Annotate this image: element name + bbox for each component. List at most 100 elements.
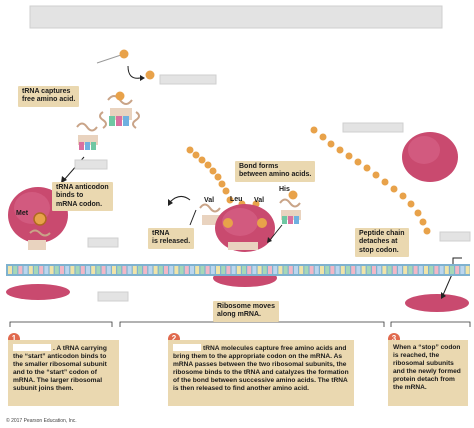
mrna-base bbox=[216, 266, 220, 274]
peptide-chain-released bbox=[310, 126, 431, 235]
mrna-base bbox=[96, 266, 101, 274]
mrna-base bbox=[314, 266, 319, 274]
amino-label-val-right: Val bbox=[254, 197, 265, 204]
mrna-base bbox=[361, 266, 366, 274]
mrna-base bbox=[117, 266, 122, 274]
peptide-chain-middle bbox=[186, 146, 260, 208]
mrna-base bbox=[392, 266, 397, 274]
blank-label-trna bbox=[74, 159, 108, 170]
mrna-base bbox=[200, 266, 205, 274]
blank-label-anticodon bbox=[87, 237, 119, 248]
mrna-base bbox=[398, 266, 402, 274]
mrna-base bbox=[18, 266, 23, 274]
mrna-base bbox=[340, 266, 345, 274]
blank-label-top bbox=[159, 74, 217, 85]
mrna-base bbox=[330, 266, 335, 274]
mrna-base bbox=[444, 266, 449, 274]
mrna-base bbox=[299, 266, 304, 274]
label-trna-captures: tRNA captures free amino acid. bbox=[18, 86, 80, 107]
step-panel-3: When a “stop” codon is reached, the ribo… bbox=[388, 340, 468, 406]
mrna-base bbox=[184, 266, 189, 274]
mrna-base bbox=[179, 266, 184, 274]
mrna-base bbox=[65, 266, 70, 274]
title-blank bbox=[29, 5, 443, 29]
mrna-base bbox=[221, 266, 226, 274]
mrna-base bbox=[257, 266, 262, 274]
label-peptide-detaches: Peptide chain detaches at stop codon. bbox=[355, 228, 409, 258]
mrna-base bbox=[460, 266, 465, 274]
amino-label-met: Met bbox=[16, 210, 29, 217]
step-1-text: . A tRNA carrying the “start” anticodon … bbox=[13, 345, 107, 393]
bracket-step-2 bbox=[119, 321, 385, 327]
mrna-base bbox=[49, 266, 54, 274]
mrna-base bbox=[44, 266, 49, 274]
mrna-base bbox=[34, 266, 38, 274]
mrna-base bbox=[205, 266, 210, 274]
trna-incoming bbox=[279, 190, 301, 224]
trna-capturing bbox=[99, 91, 140, 129]
label-trna-released: tRNA is released. bbox=[148, 228, 195, 249]
mrna-base bbox=[366, 266, 371, 274]
mrna-base bbox=[101, 266, 106, 274]
mrna-base bbox=[86, 266, 90, 274]
mrna-base bbox=[112, 266, 116, 274]
mrna-base bbox=[455, 266, 460, 274]
ribosome-detached bbox=[402, 132, 469, 312]
mrna-base bbox=[450, 266, 454, 274]
mrna-base bbox=[8, 266, 12, 274]
mrna-base bbox=[309, 266, 314, 274]
amino-label-leu: Leu bbox=[230, 196, 243, 203]
mrna-base bbox=[413, 266, 418, 274]
mrna-base bbox=[169, 266, 174, 274]
mrna-base bbox=[439, 266, 444, 274]
mrna-base bbox=[262, 266, 267, 274]
mrna-base bbox=[190, 266, 194, 274]
mrna-base bbox=[403, 266, 408, 274]
bracket-step-1 bbox=[9, 321, 113, 327]
mrna-base bbox=[54, 266, 59, 274]
label-bond-forms: Bond forms between amino acids. bbox=[235, 161, 316, 182]
arrow-capture bbox=[127, 65, 141, 79]
label-ribosome-moves: Ribosome moves along mRNA. bbox=[213, 301, 279, 322]
step-2-blank bbox=[173, 344, 201, 351]
mrna-base bbox=[288, 266, 293, 274]
mrna-base bbox=[278, 266, 283, 274]
mrna-base bbox=[153, 266, 158, 274]
mrna-base bbox=[106, 266, 111, 274]
label-anticodon-binds: tRNA anticodon binds to mRNA codon. bbox=[52, 182, 113, 212]
mrna-base bbox=[377, 266, 382, 274]
amino-label-val-left: Val bbox=[204, 197, 215, 204]
mrna-base bbox=[210, 266, 215, 274]
mrna-base bbox=[283, 266, 288, 274]
trna-released bbox=[199, 203, 221, 225]
mrna-base bbox=[231, 266, 236, 274]
mrna-base bbox=[424, 266, 428, 274]
mrna-base bbox=[195, 266, 200, 274]
bracket-step-3 bbox=[390, 321, 471, 327]
mrna-base bbox=[138, 266, 142, 274]
mrna-base bbox=[39, 266, 44, 274]
copyright: © 2017 Pearson Education, Inc. bbox=[6, 418, 77, 424]
free-amino-acid bbox=[145, 70, 155, 80]
mrna-base bbox=[122, 266, 127, 274]
mrna-base bbox=[23, 266, 28, 274]
blank-label-mrna bbox=[439, 231, 471, 242]
mrna-base bbox=[236, 266, 241, 274]
mrna-base bbox=[387, 266, 392, 274]
mrna-base bbox=[75, 266, 80, 274]
amino-label-his: His bbox=[279, 186, 290, 193]
mrna-base bbox=[143, 266, 148, 274]
mrna-base bbox=[28, 266, 33, 274]
mrna-base bbox=[320, 266, 324, 274]
mrna-base bbox=[13, 266, 18, 274]
mrna-base bbox=[382, 266, 387, 274]
mrna-base bbox=[408, 266, 413, 274]
mrna-base bbox=[80, 266, 85, 274]
mrna-base bbox=[304, 266, 309, 274]
mrna-base bbox=[268, 266, 272, 274]
mrna-base bbox=[356, 266, 361, 274]
mrna-base bbox=[127, 266, 132, 274]
mrna-base bbox=[91, 266, 96, 274]
mrna-base bbox=[325, 266, 330, 274]
